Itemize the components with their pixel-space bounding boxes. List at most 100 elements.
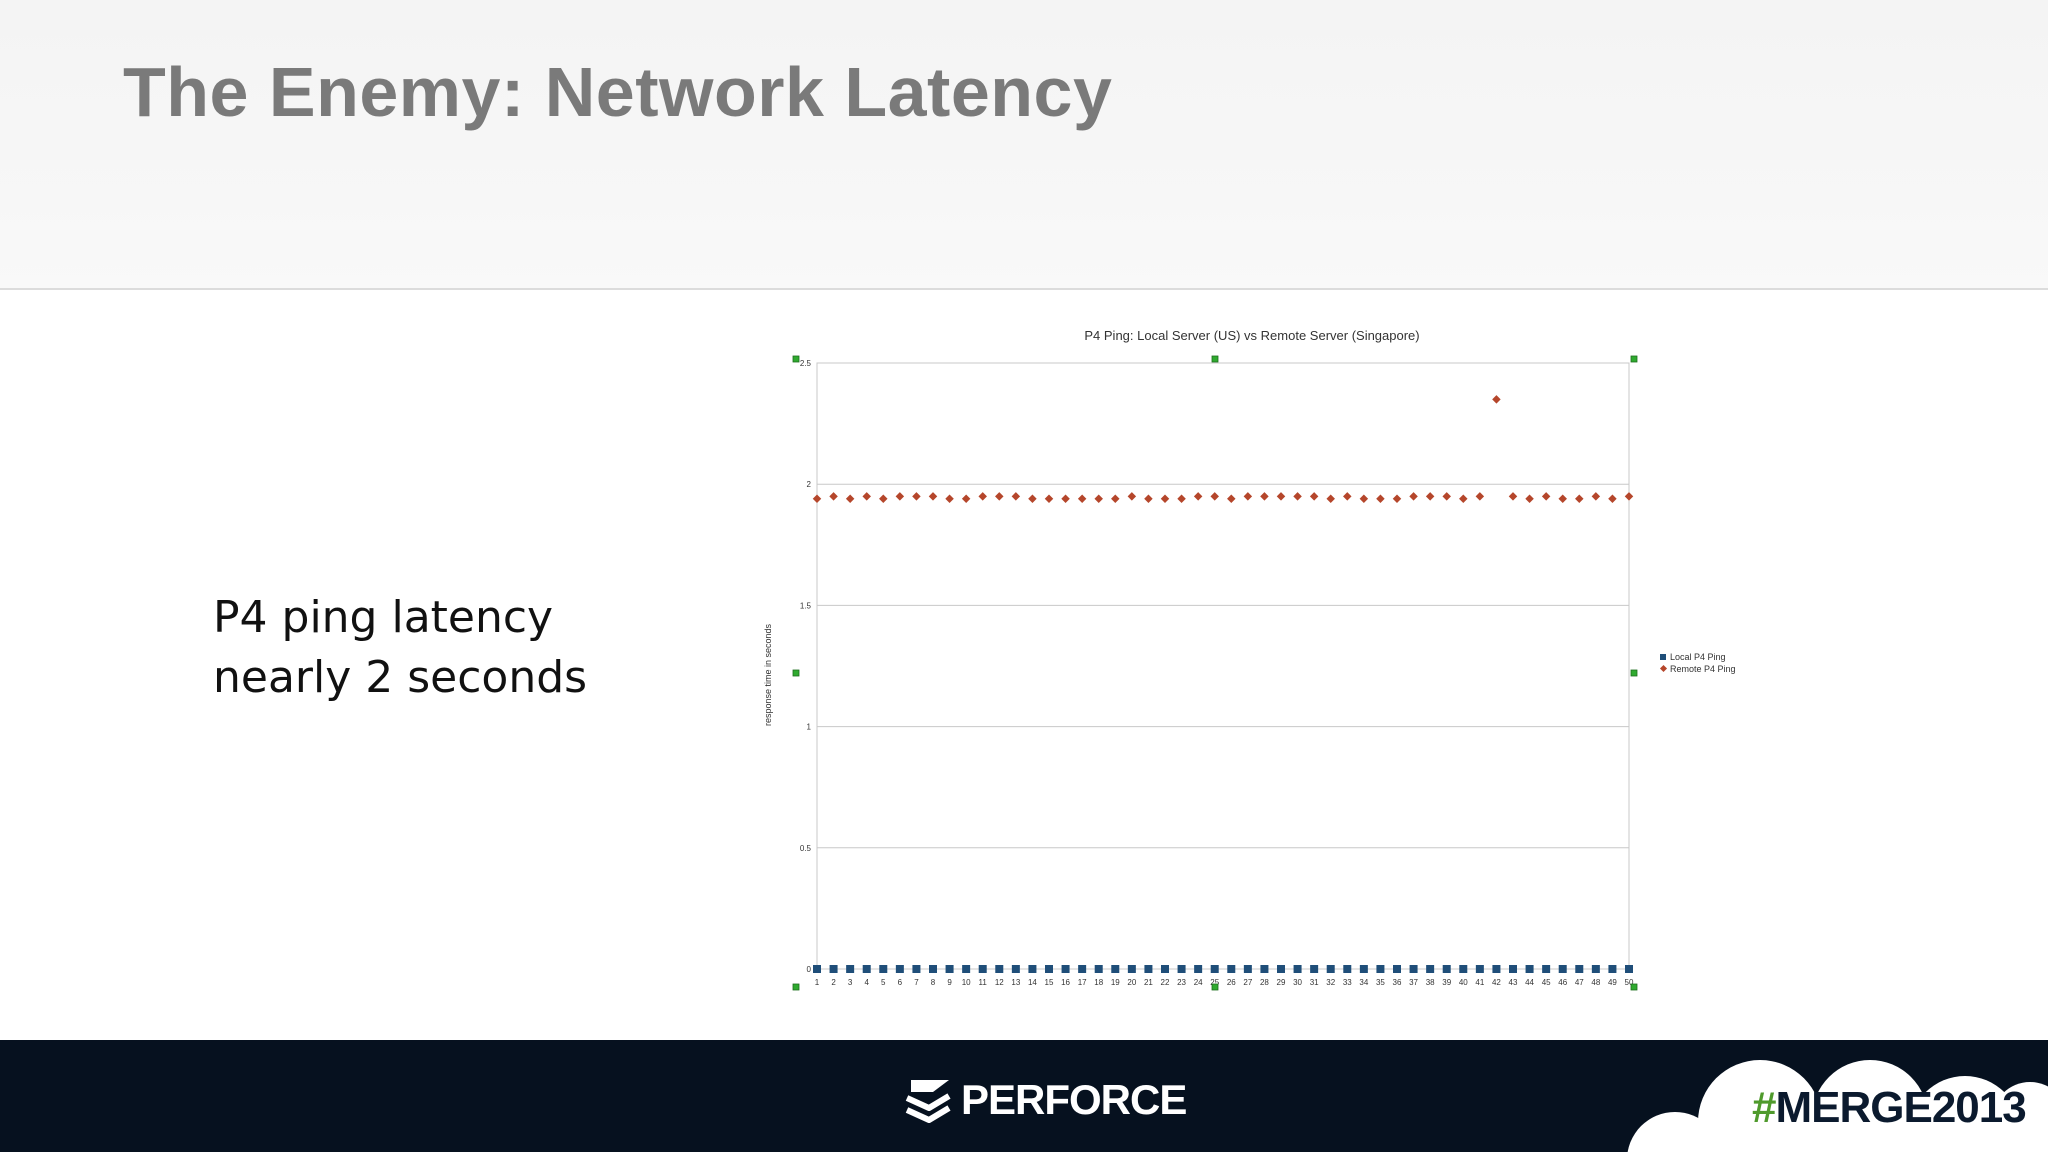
x-tick-label: 17 <box>1078 978 1087 987</box>
local-ping-point <box>912 965 921 973</box>
y-tick-label: 1 <box>807 723 812 732</box>
x-tick-label: 23 <box>1177 978 1186 987</box>
x-tick-label: 44 <box>1525 978 1534 987</box>
local-ping-point <box>1492 965 1501 973</box>
remote-ping-point <box>1591 492 1601 501</box>
legend-label-remote: Remote P4 Ping <box>1670 664 1736 674</box>
remote-ping-point <box>1409 492 1418 501</box>
x-tick-label: 46 <box>1558 978 1567 987</box>
x-tick-label: 38 <box>1426 978 1435 987</box>
selection-handle <box>792 355 800 363</box>
remote-ping-point <box>945 494 954 503</box>
local-ping-point <box>862 965 871 973</box>
x-tick-label: 3 <box>848 978 853 987</box>
x-tick-label: 34 <box>1359 978 1368 987</box>
remote-ping-point <box>1260 492 1269 501</box>
local-ping-point <box>1260 965 1269 973</box>
x-tick-label: 6 <box>898 978 903 987</box>
remote-ping-point <box>1293 492 1302 501</box>
x-tick-label: 49 <box>1608 978 1617 987</box>
x-tick-label: 28 <box>1260 978 1269 987</box>
local-ping-point <box>1393 965 1401 973</box>
y-tick-label: 1.5 <box>800 601 812 610</box>
remote-ping-point <box>1343 492 1352 501</box>
x-tick-label: 26 <box>1227 978 1236 987</box>
local-ping-point <box>1575 965 1584 973</box>
remote-ping-point <box>1508 492 1518 501</box>
x-tick-label: 16 <box>1061 978 1070 987</box>
x-tick-label: 15 <box>1045 978 1054 987</box>
legend-swatch-local <box>1660 654 1666 660</box>
x-tick-label: 33 <box>1343 978 1352 987</box>
body-line-1: P4 ping latency <box>213 592 554 643</box>
selection-handle <box>1211 983 1219 991</box>
local-ping-point <box>1475 965 1484 973</box>
hashtag-symbol: # <box>1752 1083 1777 1132</box>
local-ping-point <box>1558 965 1567 973</box>
chart-title: P4 Ping: Local Server (US) vs Remote Ser… <box>1084 328 1419 343</box>
x-tick-label: 31 <box>1310 978 1319 987</box>
local-ping-point <box>1426 965 1435 973</box>
x-tick-label: 35 <box>1376 978 1385 987</box>
local-ping-point <box>1442 965 1451 973</box>
remote-ping-point <box>845 494 855 503</box>
local-ping-point <box>1194 965 1203 973</box>
perforce-brand: PERFORCE <box>903 1075 1187 1125</box>
x-tick-label: 18 <box>1094 978 1103 987</box>
remote-ping-point <box>928 492 938 501</box>
remote-ping-point <box>1541 492 1551 501</box>
local-ping-point <box>1277 965 1285 973</box>
slide-title: The Enemy: Network Latency <box>123 53 1113 131</box>
local-ping-point <box>1343 965 1352 973</box>
remote-ping-point <box>1624 492 1634 501</box>
local-ping-point <box>1310 965 1319 973</box>
x-tick-label: 43 <box>1509 978 1518 987</box>
x-tick-label: 5 <box>881 978 886 987</box>
hashtag-text: MERGE2013 <box>1775 1083 2026 1132</box>
cloud-shape <box>1627 1060 2048 1152</box>
x-tick-label: 27 <box>1243 978 1252 987</box>
y-tick-label: 0.5 <box>800 844 812 853</box>
x-tick-label: 45 <box>1542 978 1551 987</box>
y-tick-label: 0 <box>807 965 812 974</box>
x-tick-label: 36 <box>1393 978 1402 987</box>
remote-ping-point <box>1309 492 1319 501</box>
local-ping-point <box>1293 965 1302 973</box>
remote-ping-point <box>879 494 888 503</box>
local-ping-point <box>829 965 838 973</box>
remote-ping-point <box>1227 494 1236 503</box>
x-tick-label: 11 <box>979 978 988 987</box>
local-ping-point <box>1376 965 1385 973</box>
x-tick-label: 24 <box>1194 978 1203 987</box>
remote-ping-point <box>1442 492 1451 501</box>
local-ping-point <box>978 965 987 973</box>
event-hashtag: #MERGE2013 <box>1752 1083 2027 1133</box>
x-tick-label: 4 <box>864 978 869 987</box>
x-tick-label: 21 <box>1144 978 1153 987</box>
remote-ping-point <box>1094 494 1103 503</box>
selection-handle <box>1211 355 1219 363</box>
x-tick-label: 10 <box>962 978 971 987</box>
perforce-stack-icon <box>905 1080 951 1123</box>
local-ping-point <box>1326 965 1335 973</box>
local-ping-point <box>945 965 954 973</box>
legend-swatch-remote <box>1659 664 1668 673</box>
selection-handle <box>792 669 800 677</box>
x-tick-label: 13 <box>1011 978 1020 987</box>
x-tick-label: 30 <box>1293 978 1302 987</box>
local-ping-point <box>962 965 971 973</box>
local-ping-point <box>1459 965 1468 973</box>
remote-ping-point <box>961 494 971 503</box>
slide-body-text: P4 ping latency nearly 2 seconds <box>213 588 773 708</box>
local-ping-point <box>1161 965 1169 973</box>
x-tick-label: 40 <box>1459 978 1468 987</box>
local-ping-point <box>1144 965 1153 973</box>
local-ping-point <box>1409 965 1418 973</box>
selection-handle <box>1630 669 1638 677</box>
remote-ping-point <box>1326 494 1335 503</box>
local-ping-point <box>1608 965 1617 973</box>
local-ping-point <box>1525 965 1534 973</box>
chart-selection-handles <box>792 355 1638 991</box>
remote-ping-point <box>912 492 921 501</box>
